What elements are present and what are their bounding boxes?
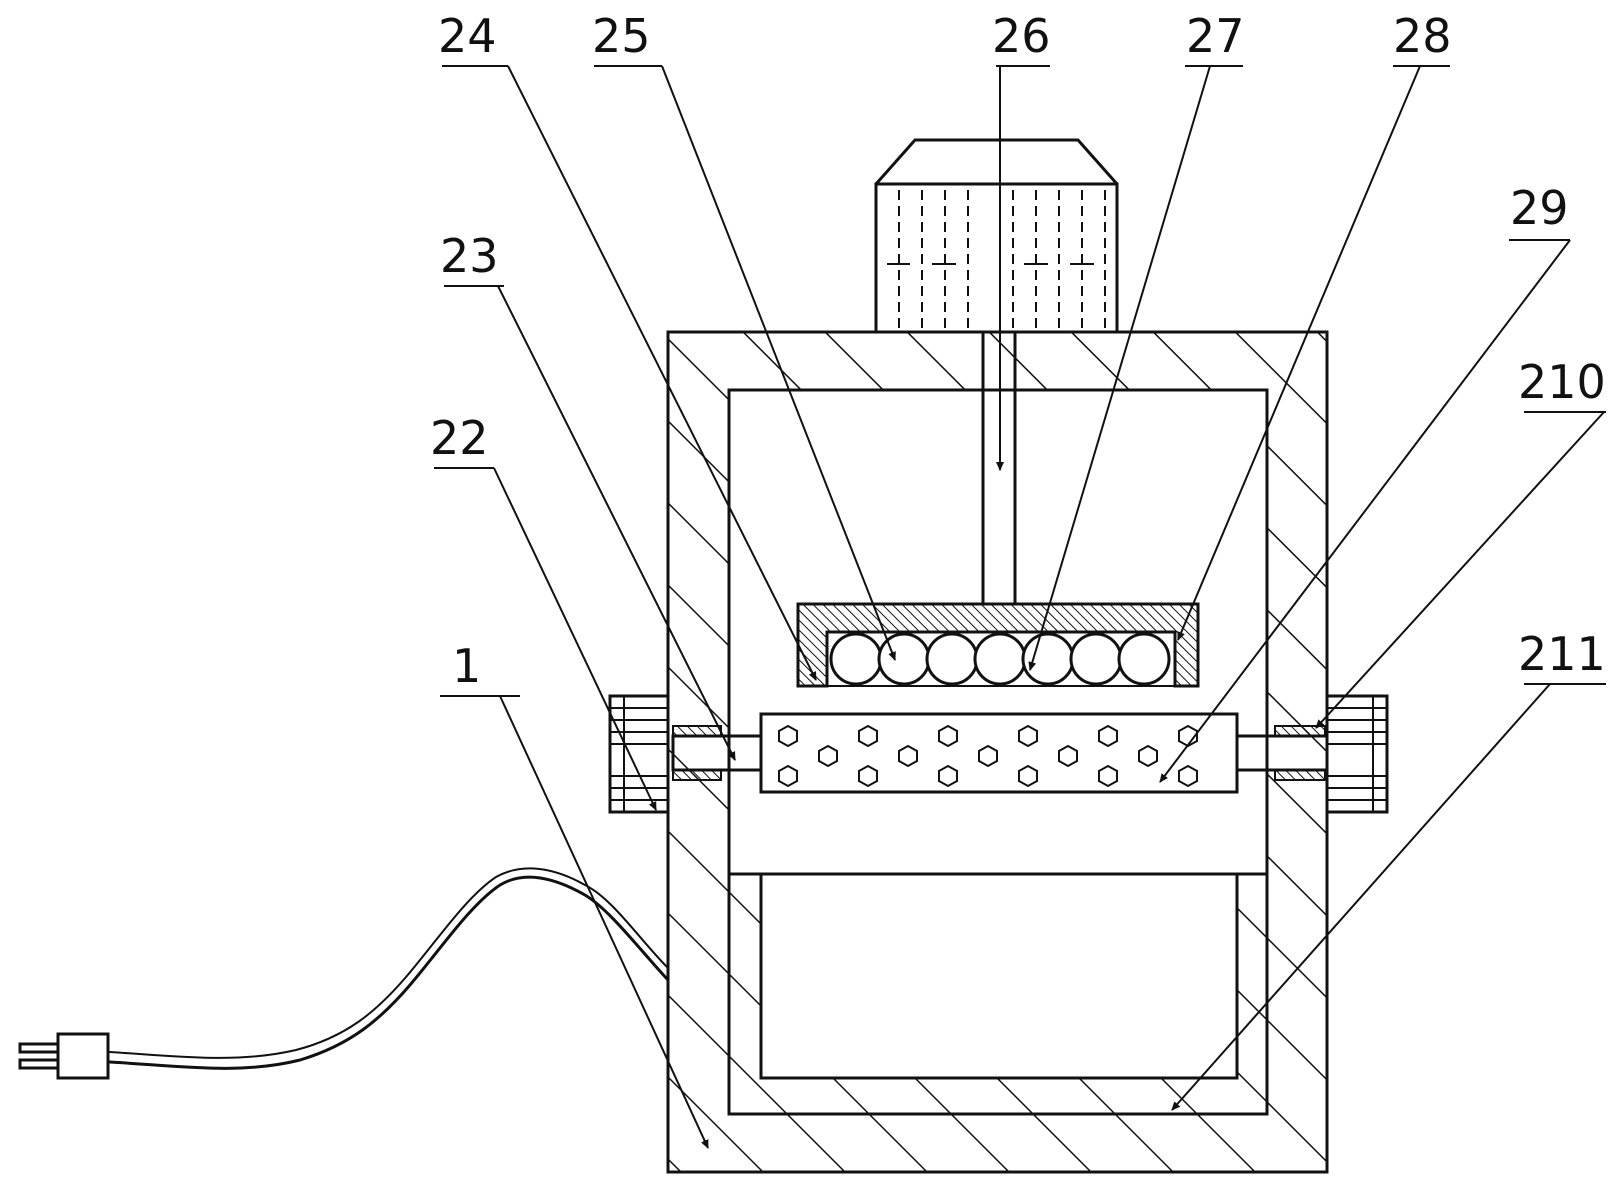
label-22: 22 — [430, 411, 489, 465]
label-1: 1 — [452, 639, 481, 693]
label-25: 25 — [592, 9, 651, 63]
label-29: 29 — [1510, 181, 1569, 235]
leader-lines — [434, 65, 1606, 1149]
label-26: 26 — [992, 9, 1051, 63]
right-gear — [1325, 694, 1389, 814]
callout-labels: 24 25 26 27 28 23 29 22 210 1 211 — [430, 9, 1606, 693]
motor — [874, 138, 1119, 334]
label-211: 211 — [1518, 627, 1606, 681]
plug — [56, 1032, 110, 1080]
collection-box — [727, 872, 1269, 1114]
grinding-rollers — [829, 632, 1171, 686]
perforated-drum — [671, 712, 1329, 794]
left-gear — [608, 694, 670, 814]
label-24: 24 — [438, 9, 497, 63]
label-28: 28 — [1393, 9, 1452, 63]
label-27: 27 — [1186, 9, 1245, 63]
label-23: 23 — [440, 229, 499, 283]
power-cord — [18, 867, 670, 1080]
label-210: 210 — [1518, 355, 1606, 409]
